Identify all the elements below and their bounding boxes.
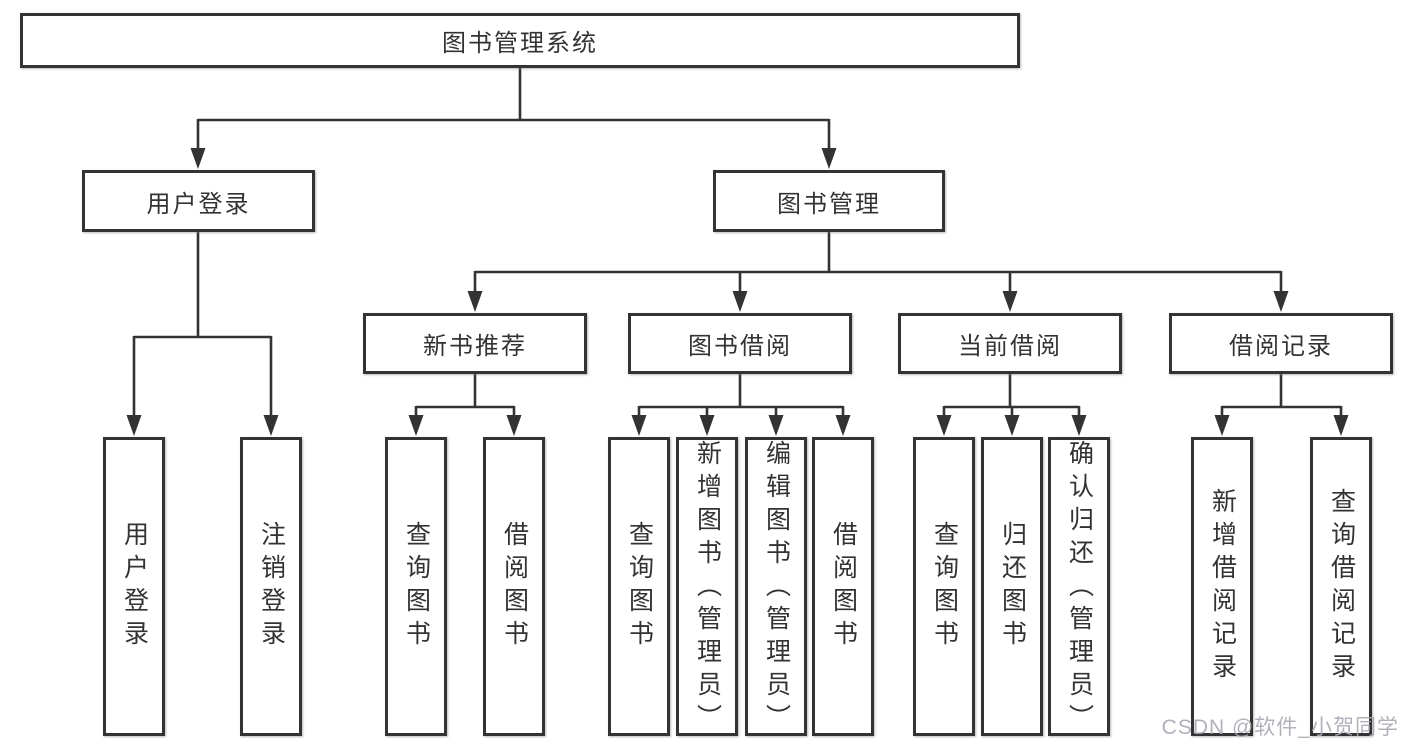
leaf-label: 编辑图书（管理员） [762, 440, 791, 737]
leaf-user-login: 用户登录 [103, 437, 165, 736]
node-label: 图书借阅 [688, 333, 792, 360]
leaf-label: 归还图书 [998, 520, 1027, 653]
node-borrow-records: 借阅记录 [1169, 313, 1393, 374]
node-root: 图书管理系统 [20, 13, 1020, 68]
node-label: 借阅记录 [1229, 333, 1333, 360]
leaf-query-borrow-record: 查询借阅记录 [1310, 437, 1372, 736]
leaf-label: 查询图书 [625, 520, 654, 653]
leaf-label: 新增借阅记录 [1208, 487, 1237, 686]
node-label: 用户登录 [146, 190, 251, 218]
watermark-text: CSDN @软件_小贺同学 [1161, 716, 1399, 739]
leaf-label: 借阅图书 [829, 520, 858, 653]
leaf-label: 注销登录 [257, 520, 286, 653]
node-book-management: 图书管理 [713, 170, 945, 232]
leaf-label: 新增图书（管理员） [693, 440, 722, 737]
leaf-label: 查询图书 [402, 520, 431, 653]
node-label: 当前借阅 [958, 333, 1062, 360]
leaf-borrow-book-2: 借阅图书 [812, 437, 874, 736]
leaf-edit-book-admin: 编辑图书（管理员） [745, 437, 807, 737]
leaf-query-book-3: 查询图书 [913, 437, 975, 736]
leaf-label: 查询图书 [930, 520, 959, 653]
leaf-add-borrow-record: 新增借阅记录 [1191, 437, 1253, 736]
leaf-query-book-1: 查询图书 [385, 437, 447, 736]
node-book-borrow: 图书借阅 [628, 313, 852, 374]
leaf-add-book-admin: 新增图书（管理员） [676, 437, 738, 737]
node-current-borrow: 当前借阅 [898, 313, 1122, 374]
leaf-return-book: 归还图书 [981, 437, 1043, 736]
leaf-borrow-book-1: 借阅图书 [483, 437, 545, 736]
node-root-label: 图书管理系统 [442, 30, 598, 57]
leaf-logout: 注销登录 [240, 437, 302, 736]
arrowheads [126, 148, 1349, 436]
node-user-login-branch: 用户登录 [82, 170, 315, 232]
node-new-book-recommend: 新书推荐 [363, 313, 587, 374]
leaf-label: 查询借阅记录 [1327, 487, 1356, 686]
node-label: 新书推荐 [423, 333, 527, 360]
leaf-label: 确认归还（管理员） [1065, 440, 1094, 737]
leaf-query-book-2: 查询图书 [608, 437, 670, 736]
node-label: 图书管理 [777, 190, 881, 218]
leaf-label: 借阅图书 [500, 520, 529, 653]
leaf-label: 用户登录 [120, 520, 149, 653]
leaf-confirm-return-admin: 确认归还（管理员） [1048, 437, 1110, 737]
